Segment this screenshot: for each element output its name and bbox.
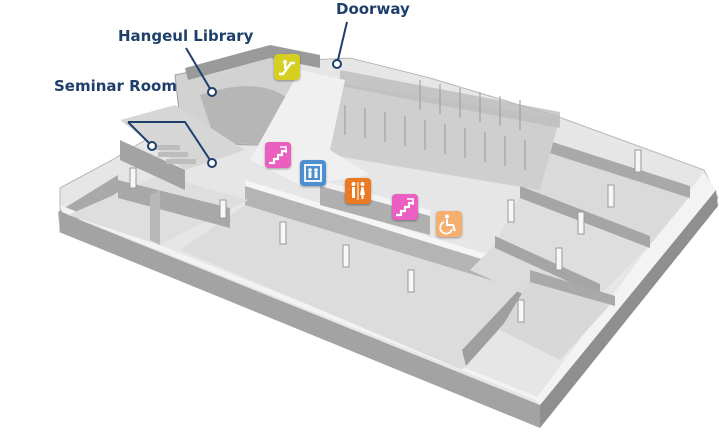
- east-room-4-wall: [530, 270, 615, 306]
- library-back-wall: [185, 45, 320, 80]
- west-room-wall: [118, 180, 230, 228]
- restroom-icon[interactable]: [345, 178, 371, 204]
- outer-wall-right: [540, 190, 718, 428]
- seminar-room-marker-2: [207, 158, 217, 168]
- escalator-icon[interactable]: [274, 54, 300, 80]
- callout-markers: [147, 59, 342, 168]
- glass-partitions: [344, 80, 526, 170]
- west-room-partition: [150, 190, 160, 245]
- seminar-room-marker-1: [147, 141, 157, 151]
- outer-wall-front: [60, 212, 540, 428]
- stairs-icon-2[interactable]: [392, 194, 418, 220]
- hangeul-library-marker: [207, 87, 217, 97]
- east-room-2: [495, 196, 650, 295]
- large-hall-wall-top: [245, 180, 532, 274]
- seminar-room-seating: [150, 145, 196, 164]
- east-room-4: [500, 280, 610, 360]
- seminar-room-label[interactable]: Seminar Room: [54, 77, 177, 95]
- large-hall: [180, 205, 530, 370]
- doorway-label[interactable]: Doorway: [336, 0, 410, 18]
- east-room-3-wall: [495, 236, 600, 296]
- east-room-1-wall: [540, 138, 690, 198]
- accessible-restroom-icon[interactable]: [436, 211, 462, 237]
- doorway-marker: [332, 59, 342, 69]
- large-hall-wall: [245, 185, 530, 292]
- callout-lines: [127, 21, 348, 164]
- columns: [129, 149, 642, 323]
- seminar-room-wall: [120, 140, 185, 190]
- outer-wall-front-top: [60, 205, 546, 404]
- east-room-1: [520, 150, 690, 245]
- east-room-2-wall: [520, 186, 650, 248]
- hangeul-library-label[interactable]: Hangeul Library: [118, 27, 254, 45]
- outer-wall-right-top: [535, 172, 716, 405]
- stairs-icon[interactable]: [265, 142, 291, 168]
- atrium: [300, 80, 560, 190]
- atrium-glass: [340, 70, 560, 128]
- hall-divider-wall: [462, 278, 534, 366]
- elevator-icon[interactable]: [300, 160, 326, 186]
